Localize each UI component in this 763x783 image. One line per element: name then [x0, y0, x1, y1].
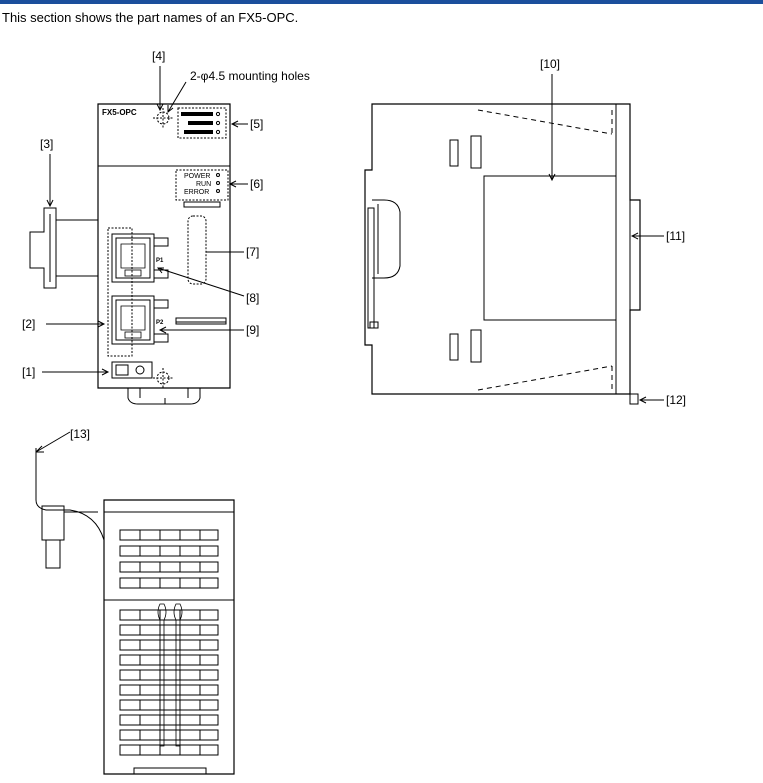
mounting-hole-bottom — [153, 368, 173, 388]
rating-plate — [483, 175, 617, 321]
callout-2: [2] — [22, 317, 35, 331]
terminal-row — [119, 714, 219, 726]
callout-13: [13] — [70, 427, 90, 441]
terminal-row — [119, 545, 219, 557]
terminal-row — [119, 529, 219, 541]
callout-7: [7] — [246, 245, 259, 259]
side-connector — [29, 207, 99, 289]
bottom-view — [35, 431, 235, 775]
terminal-row — [119, 654, 219, 666]
terminal-row — [119, 561, 219, 573]
ethernet-port-p2: P2 — [111, 295, 169, 345]
terminal-row — [119, 577, 219, 589]
led-power-label: POWER — [184, 173, 210, 180]
port-p2-label: P2 — [156, 320, 164, 326]
led-indicator-area — [175, 169, 229, 201]
terminal-row — [119, 729, 219, 741]
leader-lines-front — [42, 66, 248, 376]
header-rule — [0, 0, 763, 4]
side-view — [364, 74, 664, 405]
mounting-hole-top — [153, 108, 173, 128]
status-led-area — [177, 107, 227, 139]
callout-1: [1] — [22, 365, 35, 379]
callout-4: [4] — [152, 49, 165, 63]
model-label: FX5-OPC — [102, 108, 137, 117]
callout-5: [5] — [250, 117, 263, 131]
terminal-row — [119, 624, 219, 636]
memory-card-slot — [187, 215, 207, 285]
callout-11: [11] — [666, 229, 685, 243]
callout-6: [6] — [250, 177, 263, 191]
callout-12: [12] — [666, 393, 686, 407]
status-led-bars — [181, 112, 213, 134]
callout-8: [8] — [246, 291, 259, 305]
terminal-row — [119, 684, 219, 696]
callout-10: [10] — [540, 57, 560, 71]
terminal-row — [119, 669, 219, 681]
terminal-rows-upper — [119, 529, 219, 589]
callout-3: [3] — [40, 137, 53, 151]
mounting-holes-label: 2-φ4.5 mounting holes — [190, 69, 310, 83]
front-view: FX5-OPC POWER RUN ERROR — [29, 66, 248, 405]
ethernet-port-p1: P1 — [111, 233, 169, 283]
led-run-label: RUN — [196, 181, 211, 188]
terminal-rows-lower — [119, 609, 219, 756]
callout-9: [9] — [246, 323, 259, 337]
terminal-row — [119, 744, 219, 756]
ethernet-port-area — [107, 227, 133, 357]
intro-text: This section shows the part names of an … — [2, 10, 299, 25]
terminal-row — [119, 699, 219, 711]
extension-connector — [111, 361, 153, 379]
port-p1-label: P1 — [156, 258, 164, 264]
terminal-row — [119, 609, 219, 621]
terminal-row — [119, 639, 219, 651]
led-error-label: ERROR — [184, 189, 209, 196]
